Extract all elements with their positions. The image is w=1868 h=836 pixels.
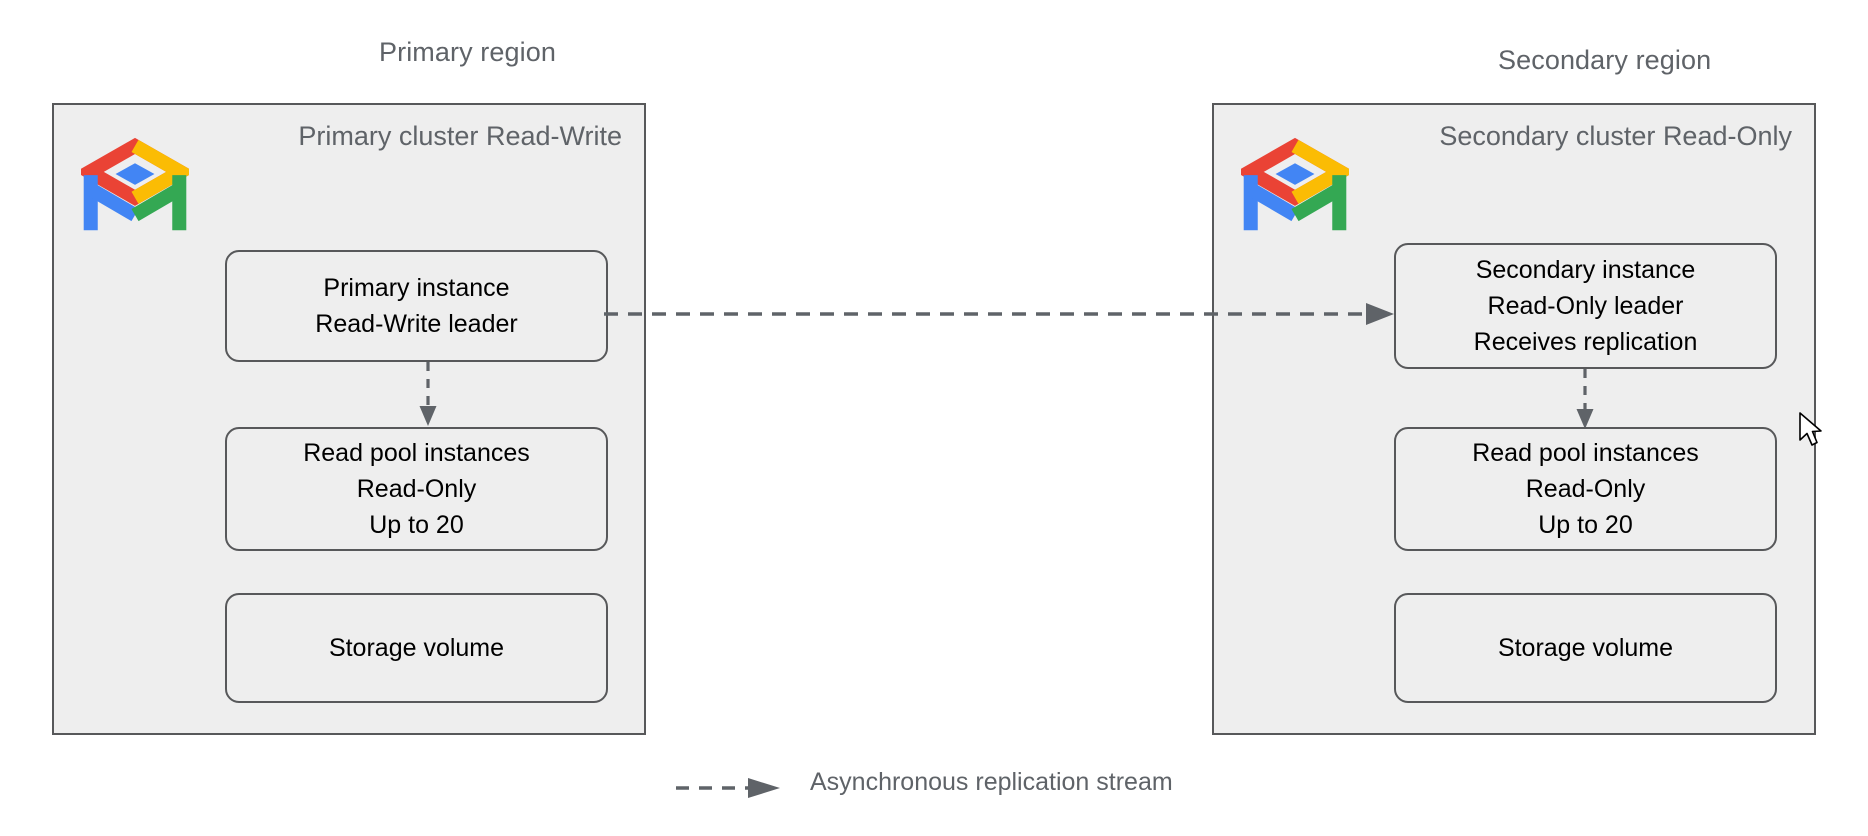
mouse-cursor [1799,412,1822,446]
logo-core-blue [1275,163,1315,185]
arrow-secondary-to-readpool [1576,369,1594,429]
cluster-title-line: Primary cluster [298,121,479,151]
node-storage-volume-secondary[interactable]: Storage volume [1394,593,1777,703]
node-text-line: Read pool instances [303,439,530,467]
arrow-async-replication [604,303,1394,325]
node-text-line: Storage volume [1497,634,1674,662]
node-text-line: Read-Only [1525,475,1646,503]
cluster-title-line: Read-Only [1662,121,1792,151]
node-text-line: Receives replication [1473,328,1698,356]
node-text-line: Up to 20 [369,511,464,539]
logo-inner-right-green [1291,183,1343,222]
node-read-pool-secondary[interactable]: Read pool instances Read-Only Up to 20 [1394,427,1777,551]
legend-label: Asynchronous replication stream [810,768,1173,796]
cluster-primary: Primary cluster Read-Write Primary insta… [52,103,646,735]
node-text-line: Storage volume [328,634,505,662]
node-text-line: Read pool instances [1472,439,1699,467]
logo-ring-yellow [131,139,189,204]
node-text-line: Primary instance [323,274,510,302]
node-text-line: Read-Only [356,475,477,503]
node-secondary-instance[interactable]: Secondary instance Read-Only leader Rece… [1394,243,1777,369]
node-read-pool-primary[interactable]: Read pool instances Read-Only Up to 20 [225,427,608,551]
logo-inner-right-green [131,183,183,222]
cluster-title-primary: Primary cluster Read-Write [298,119,622,154]
cluster-title-line: Secondary cluster [1439,121,1656,151]
legend-dashed-arrow-icon [676,778,780,798]
cluster-secondary: Secondary cluster Read-Only Secondary in… [1212,103,1816,735]
region-label-secondary: Secondary region [1498,45,1712,75]
node-text-line: Secondary instance [1475,256,1696,284]
logo-inner-left-blue [1247,183,1299,222]
logo-inner-left-blue [87,183,139,222]
node-storage-volume-primary[interactable]: Storage volume [225,593,608,703]
node-text-line: Read-Write leader [315,310,518,338]
logo-ring-yellow [1291,139,1349,204]
alloydb-logo [81,137,189,231]
arrow-primary-to-readpool [419,362,437,426]
alloydb-logo [1241,137,1349,231]
region-label-primary: Primary region [379,37,556,67]
node-primary-instance[interactable]: Primary instance Read-Write leader [225,250,608,362]
node-text-line: Read-Only leader [1487,292,1684,320]
node-text-line: Up to 20 [1538,511,1633,539]
cluster-title-secondary: Secondary cluster Read-Only [1439,119,1792,154]
cluster-title-line: Read-Write [485,121,622,151]
logo-core-blue [115,163,155,185]
